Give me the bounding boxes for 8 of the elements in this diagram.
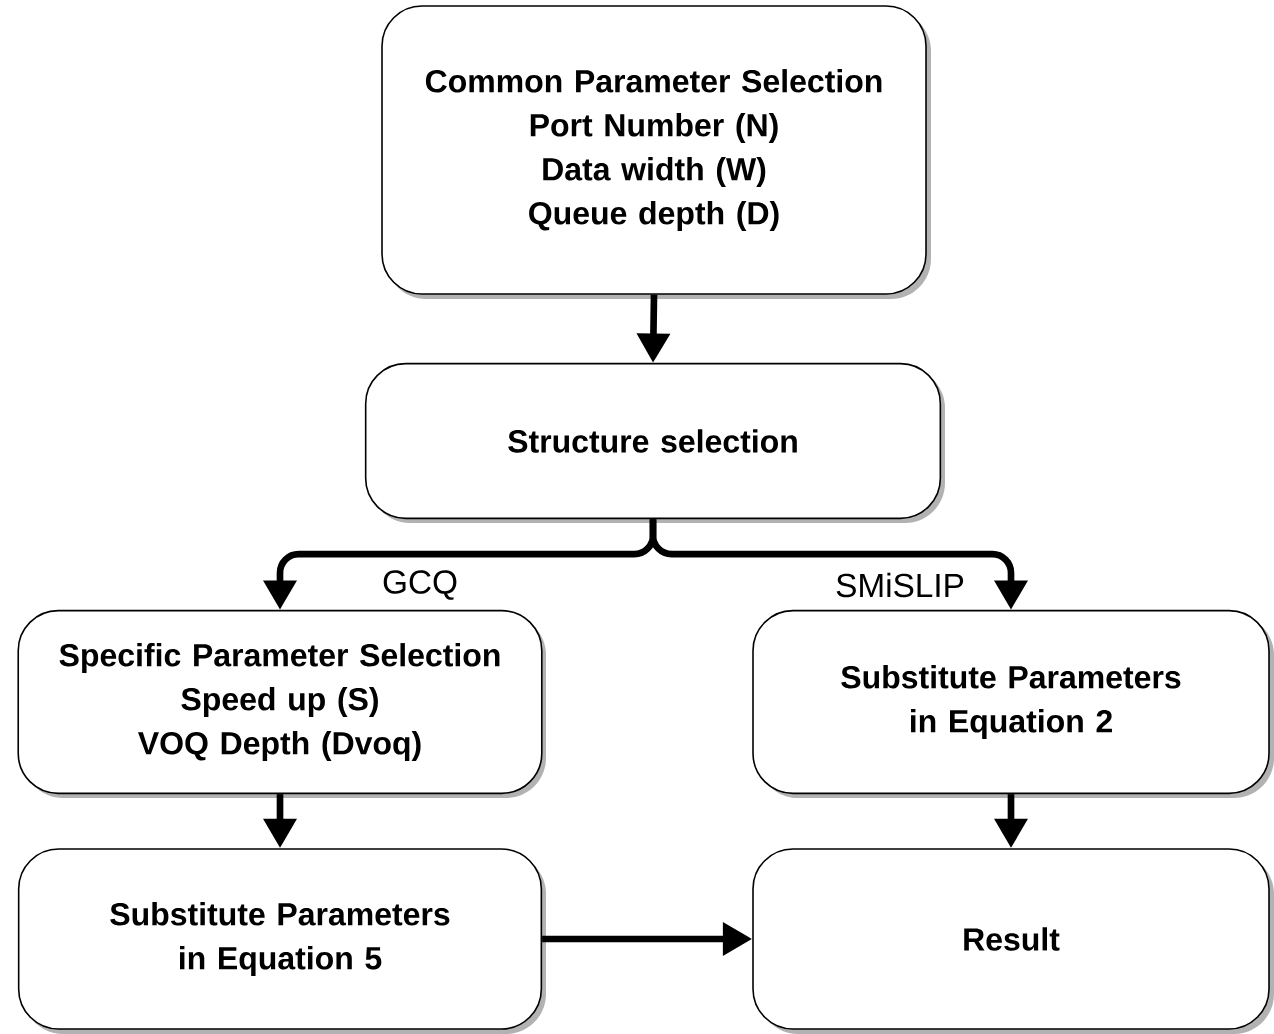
process-box: Structure selection <box>364 362 945 523</box>
process-box: Substitute Parameters in Equation 5 <box>17 848 546 1034</box>
process-box: Specific Parameter Selection Speed up (S) VOQ Depth (Dvoq) <box>17 609 546 798</box>
process-box: Common Parameter Selection Port Number (N) Data width (W) Queue depth (D) <box>381 5 931 299</box>
edge-label: GCQ <box>380 568 460 602</box>
edge-label: SMiSLIP <box>833 571 967 599</box>
process-box: Substitute Parameters in Equation 2 <box>752 609 1274 798</box>
process-box: Result <box>752 848 1274 1034</box>
